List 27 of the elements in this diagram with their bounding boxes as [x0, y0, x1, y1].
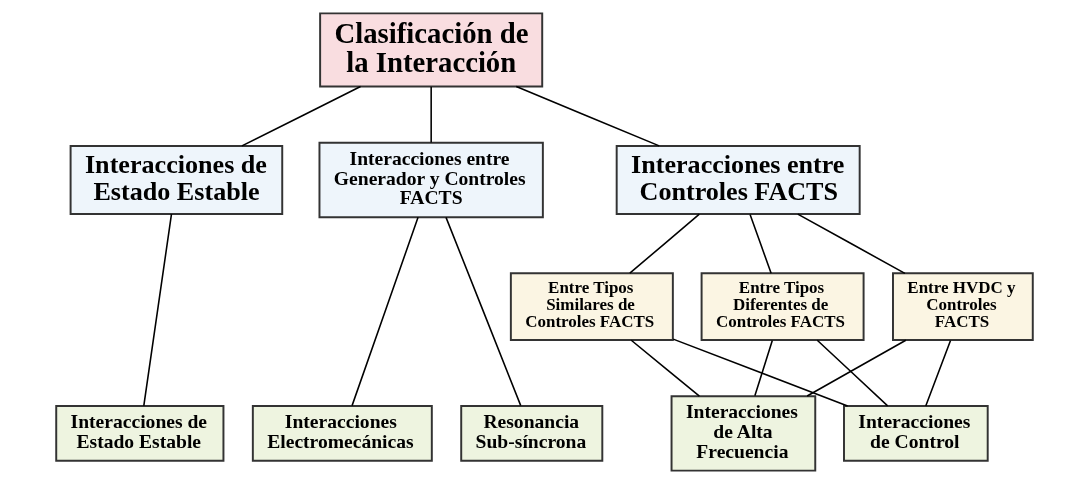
connector — [515, 85, 660, 147]
connector — [754, 339, 774, 397]
node-box: Entre Tipos Diferentes de Controles FACTS — [700, 272, 865, 341]
node-box: Interacciones de Estado Estable — [55, 404, 225, 462]
node-box: Interacciones de Estado Estable — [69, 145, 284, 215]
connector — [445, 216, 522, 407]
node-box: Entre Tipos Similares de Controles FACTS — [509, 272, 674, 341]
connector — [806, 339, 907, 397]
node-box: Interacciones entre Generador y Controles FACTS — [318, 141, 544, 219]
connector — [816, 339, 889, 407]
connector — [630, 339, 701, 397]
connector — [629, 213, 701, 274]
connector — [749, 213, 772, 275]
node-box: Interacciones de Alta Frecuencia — [670, 395, 817, 472]
node-box: Clasificación de la Interacción — [319, 12, 544, 88]
connector — [143, 213, 173, 407]
node-box: Interacciones Electromecánicas — [251, 404, 433, 462]
connector — [797, 213, 906, 275]
connector — [924, 339, 952, 407]
node-box: Resonancia Sub-síncrona — [460, 404, 604, 462]
connector — [241, 85, 362, 147]
connector — [672, 338, 849, 407]
node-box: Interacciones de Control — [843, 404, 989, 462]
connector — [351, 216, 419, 407]
connector — [430, 85, 432, 144]
node-box: Entre HVDC y Controles FACTS — [892, 272, 1034, 341]
node-box: Interacciones entre Controles FACTS — [615, 145, 861, 215]
